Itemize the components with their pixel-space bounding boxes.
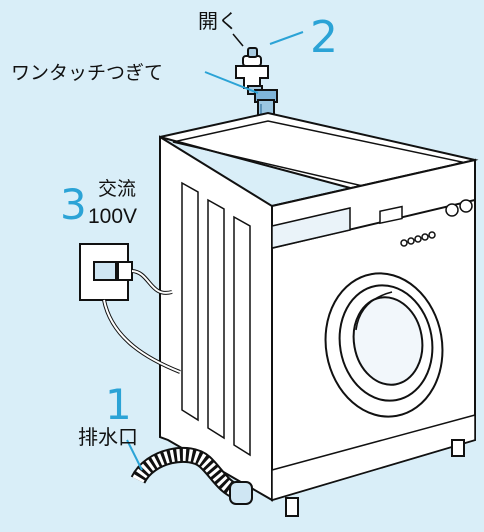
- door: [324, 272, 444, 418]
- leader-lines: [126, 31, 304, 471]
- power-outlet-icon: [79, 243, 181, 374]
- step-2-label: 開く: [198, 11, 238, 33]
- one-touch-joint-label: ワンタッチつぎて: [11, 63, 164, 84]
- step-3-number: 3: [60, 180, 87, 229]
- control-knobs: [400, 199, 473, 247]
- step-2-number: 2: [310, 12, 338, 63]
- step-1-label: 排水口: [78, 427, 138, 449]
- step-3-label-line1: 交流: [98, 179, 137, 200]
- drain-hose-icon: [130, 446, 253, 505]
- step-3-label-line2: 100V: [88, 205, 138, 228]
- step-1-number: 1: [105, 380, 132, 429]
- leader-lines-dark: [232, 33, 244, 47]
